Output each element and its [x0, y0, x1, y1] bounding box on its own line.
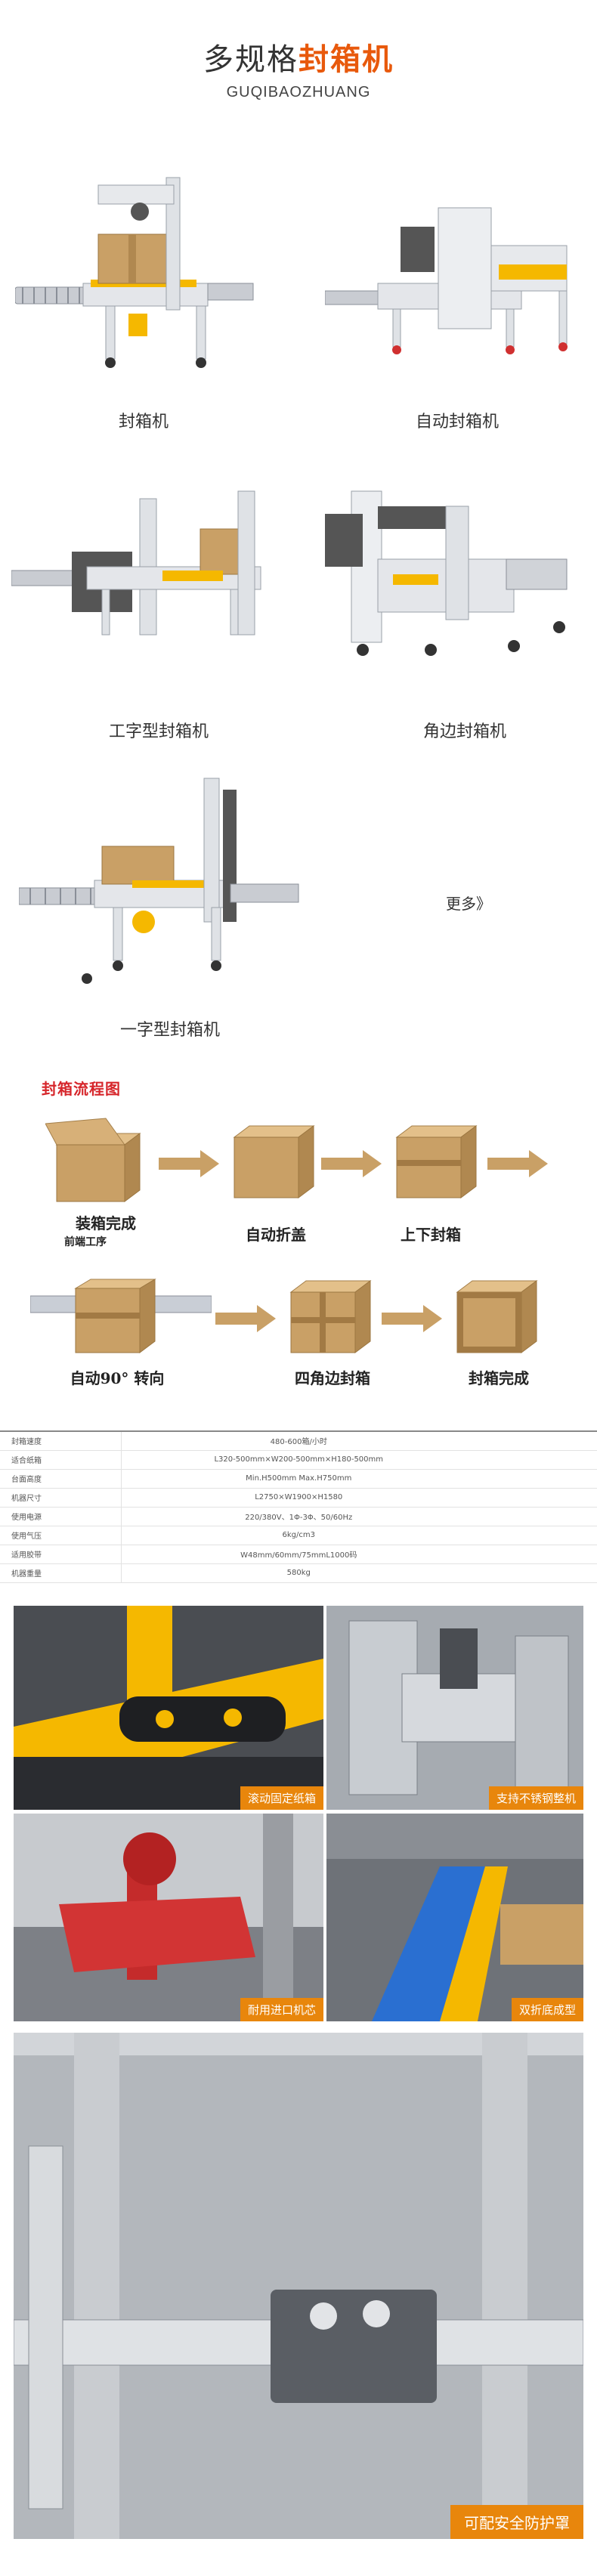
flow-box-turn-icon	[30, 1279, 212, 1353]
spec-key: 封箱速度	[0, 1430, 122, 1451]
spec-key: 适用胶带	[0, 1544, 122, 1564]
spec-value: Min.H500mm Max.H750mm	[121, 1468, 597, 1489]
feature-caption-5: 可配安全防护罩	[450, 2505, 583, 2539]
spec-value: W48mm/60mm/75mmL1000码	[121, 1544, 597, 1564]
flow-arrow-icon-5	[382, 1305, 442, 1332]
product-caption-1[interactable]: 封箱机	[118, 413, 169, 431]
product-caption-4[interactable]: 角边封箱机	[422, 722, 506, 741]
flow-step-6-label: 封箱完成	[469, 1369, 529, 1387]
flow-arrow-icon-1	[159, 1150, 219, 1177]
feature-photo-3[interactable]: 耐用进口机芯	[14, 1814, 323, 2021]
feature-caption-3: 耐用进口机芯	[240, 1998, 323, 2021]
spec-value: 480-600箱/小时	[121, 1430, 597, 1451]
flow-box-done-icon	[456, 1280, 538, 1353]
feature-caption-2: 支持不锈钢整机	[488, 1786, 583, 1810]
feature-photo-1[interactable]: 滚动固定纸箱	[14, 1606, 323, 1810]
spec-key: 机器尺寸	[0, 1487, 122, 1508]
spec-key: 使用电源	[0, 1506, 122, 1526]
flow-box-folded-icon	[233, 1125, 315, 1198]
feature-photo-4[interactable]: 双折底成型	[326, 1814, 583, 2021]
more-link[interactable]: 更多》	[446, 895, 491, 913]
title-prefix: 多规格	[203, 42, 298, 77]
spec-value: 6kg/cm3	[121, 1525, 597, 1545]
feature-caption-1: 滚动固定纸箱	[240, 1786, 323, 1810]
product-image-2[interactable]	[325, 200, 589, 366]
spec-value: 580kg	[121, 1563, 597, 1583]
flow-arrow-icon-2	[321, 1150, 382, 1177]
flow-box-corner-icon	[289, 1280, 372, 1353]
spec-key: 机器重量	[0, 1563, 122, 1583]
product-image-1[interactable]	[15, 170, 264, 397]
spec-value: L320-500mm×W200-500mm×H180-500mm	[121, 1449, 597, 1470]
flow-step-1-label: 装箱完成	[76, 1214, 136, 1232]
feature-caption-4: 双折底成型	[511, 1998, 583, 2021]
product-caption-3[interactable]: 工字型封箱机	[108, 722, 209, 741]
page-header: 多规格封箱机 GUQIBAOZHUANG	[0, 42, 597, 101]
page-subtitle: GUQIBAOZHUANG	[226, 84, 371, 101]
feature-photo-2[interactable]: 支持不锈钢整机	[326, 1606, 583, 1810]
spec-key: 适合纸箱	[0, 1449, 122, 1470]
flow-step-1-sub: 前端工序	[64, 1236, 107, 1248]
flow-title: 封箱流程图	[42, 1080, 121, 1098]
spec-key: 使用气压	[0, 1525, 122, 1545]
product-caption-5[interactable]: 一字型封箱机	[119, 1021, 220, 1040]
flow-step-3-label: 上下封箱	[401, 1226, 461, 1244]
flow-box-taped-icon	[395, 1125, 478, 1198]
spec-value: L2750×W1900×H1580	[121, 1487, 597, 1508]
product-caption-2[interactable]: 自动封箱机	[415, 413, 499, 431]
feature-photo-5[interactable]: 可配安全防护罩	[14, 2033, 583, 2539]
product-image-4[interactable]	[310, 476, 582, 673]
flow-box-open-icon	[45, 1118, 141, 1202]
spec-value: 220/380V、1Φ-3Φ、50/60Hz	[121, 1506, 597, 1526]
product-image-5[interactable]	[19, 775, 306, 994]
product-image-3[interactable]	[11, 484, 276, 657]
title-highlight: 封箱机	[298, 42, 394, 77]
flow-arrow-icon-4	[215, 1305, 276, 1332]
flow-arrow-icon-3	[487, 1150, 548, 1177]
flow-step-2-label: 自动折盖	[246, 1226, 306, 1244]
flow-step-5-label: 四角边封箱	[295, 1369, 370, 1387]
flow-step-4-label: 自动90° 转向	[70, 1369, 165, 1387]
page-title: 多规格封箱机	[0, 42, 597, 78]
spec-key: 台面高度	[0, 1468, 122, 1489]
